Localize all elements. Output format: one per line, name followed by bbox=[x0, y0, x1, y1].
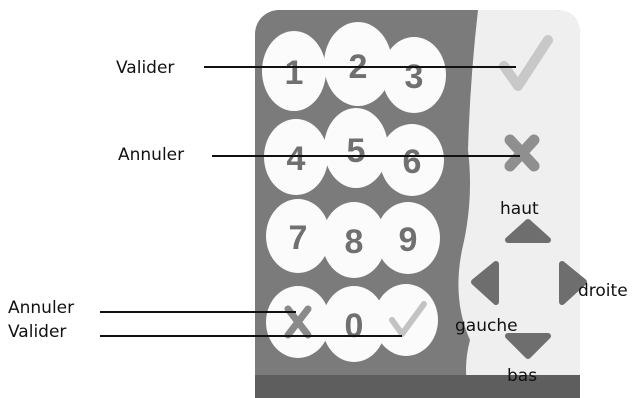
digit-key-3-label: 3 bbox=[405, 58, 424, 96]
digit-key-1-label: 1 bbox=[285, 54, 304, 92]
digit-key-6[interactable]: 6 bbox=[380, 124, 444, 196]
label-annuler-top: Annuler bbox=[118, 145, 185, 165]
keypad-side-panel bbox=[458, 10, 580, 398]
x-mark-icon[interactable] bbox=[504, 134, 540, 172]
keypad-base bbox=[255, 375, 580, 398]
check-mark-icon bbox=[389, 301, 427, 337]
arrow-up-icon[interactable] bbox=[505, 219, 551, 243]
label-droite: droite bbox=[578, 281, 628, 301]
label-annuler-bottom: Annuler bbox=[8, 298, 75, 318]
arrow-left-icon[interactable] bbox=[471, 261, 499, 305]
arrow-down-icon[interactable] bbox=[505, 333, 551, 359]
arrow-right-icon[interactable] bbox=[559, 261, 587, 305]
digit-key-8-label: 8 bbox=[345, 223, 364, 261]
digit-key-0-label: 0 bbox=[345, 307, 364, 345]
digit-key-9[interactable]: 9 bbox=[376, 202, 440, 274]
validate-key[interactable] bbox=[374, 284, 438, 356]
digit-key-4-label: 4 bbox=[287, 140, 306, 178]
digit-key-7[interactable]: 7 bbox=[266, 199, 330, 273]
x-mark-icon bbox=[284, 305, 312, 339]
label-valider-bottom: Valider bbox=[8, 322, 67, 342]
digit-key-3[interactable]: 3 bbox=[382, 37, 446, 113]
digit-key-5[interactable]: 5 bbox=[324, 108, 388, 188]
digit-key-9-label: 9 bbox=[399, 221, 418, 259]
digit-key-8[interactable]: 8 bbox=[322, 202, 386, 278]
digit-key-1[interactable]: 1 bbox=[262, 31, 326, 111]
label-bas: bas bbox=[507, 366, 538, 386]
label-gauche: gauche bbox=[455, 316, 518, 336]
digit-key-2[interactable]: 2 bbox=[324, 22, 392, 106]
check-mark-icon[interactable] bbox=[499, 35, 553, 91]
label-valider-top: Valider bbox=[116, 58, 175, 78]
label-haut: haut bbox=[500, 199, 539, 219]
cancel-key[interactable] bbox=[266, 286, 330, 358]
digit-key-6-label: 6 bbox=[403, 143, 422, 181]
digit-key-5-label: 5 bbox=[347, 132, 366, 170]
digit-key-7-label: 7 bbox=[289, 219, 308, 257]
